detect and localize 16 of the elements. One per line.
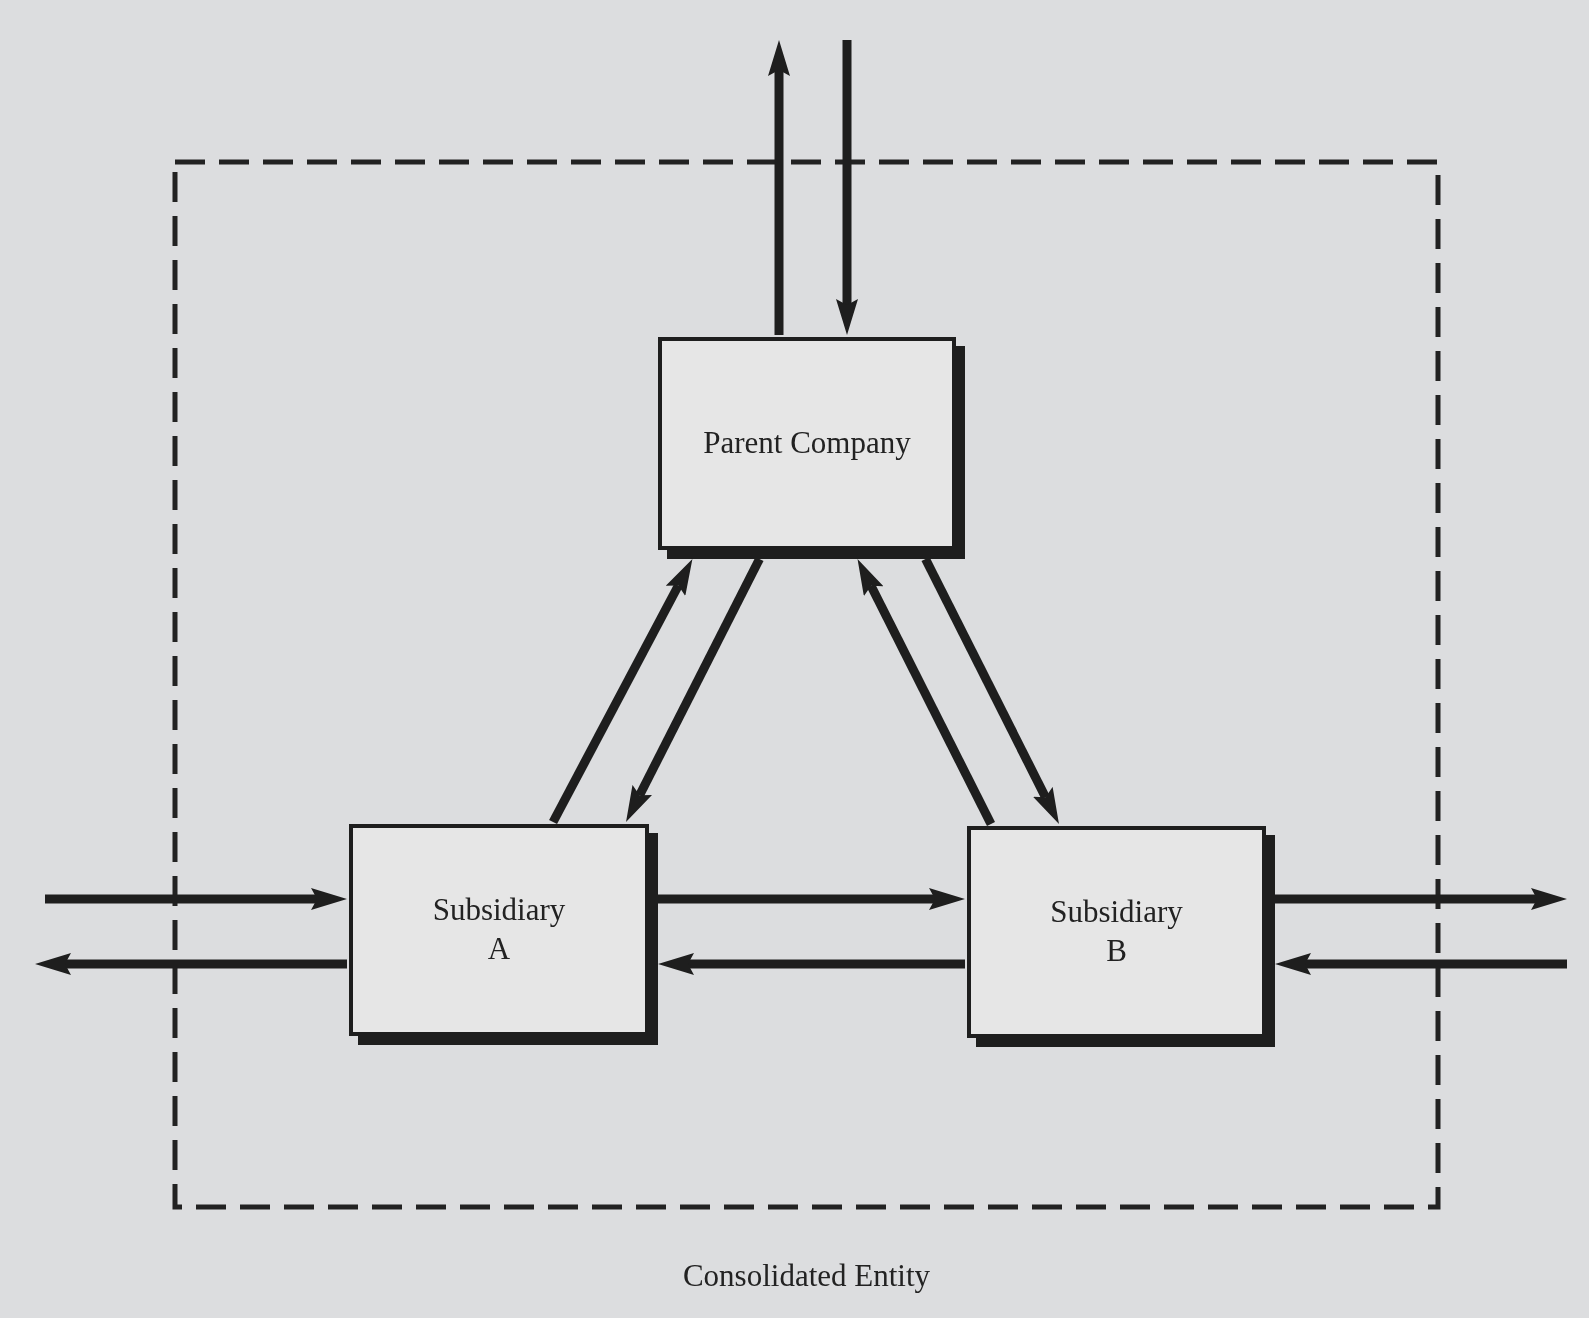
- box-label: Subsidiary A: [431, 891, 567, 968]
- arrow: [35, 953, 347, 975]
- arrow: [768, 40, 790, 335]
- box-label: Subsidiary B: [1049, 893, 1184, 970]
- arrow: [658, 953, 965, 975]
- arrow: [1275, 953, 1567, 975]
- arrow: [857, 559, 995, 827]
- arrow: [921, 556, 1059, 824]
- arrow: [658, 888, 965, 910]
- caption-text: Consolidated Entity: [681, 1257, 932, 1295]
- arrow: [626, 556, 764, 822]
- box-label: Parent Company: [703, 424, 911, 463]
- arrow: [836, 40, 858, 335]
- arrow: [45, 888, 347, 910]
- arrow: [549, 559, 693, 825]
- arrow: [1275, 888, 1567, 910]
